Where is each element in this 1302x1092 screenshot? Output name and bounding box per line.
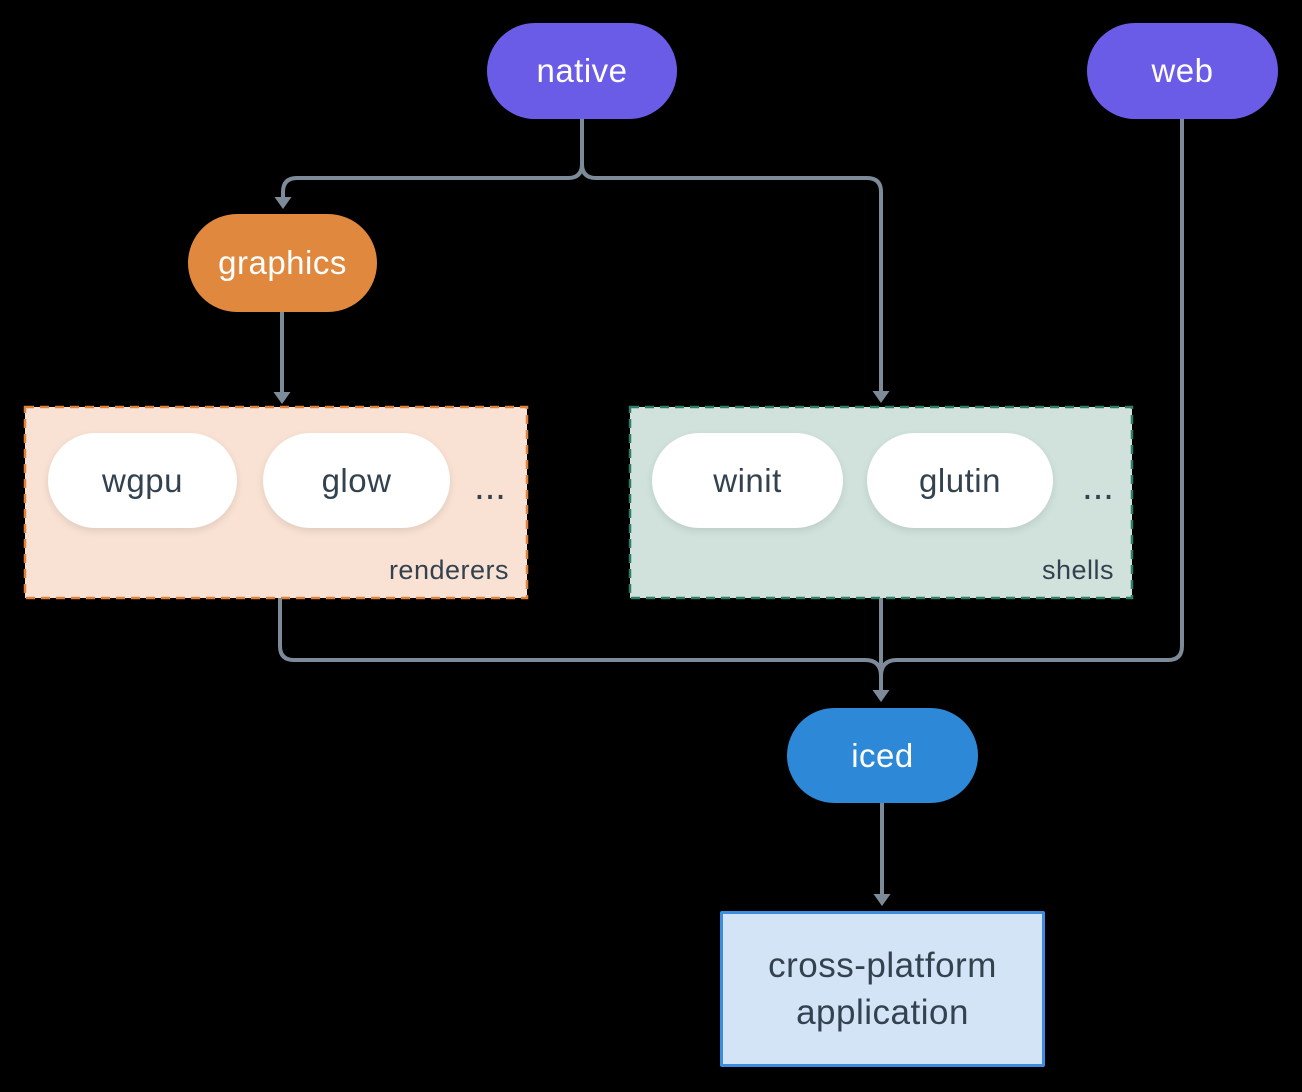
edge-native-to-graphics [281, 119, 584, 197]
arrowhead-renderers [273, 392, 291, 404]
renderers-ellipsis: ... [474, 466, 506, 508]
node-wgpu: wgpu [48, 433, 237, 528]
node-glow: glow [263, 433, 450, 528]
edge-web-to-iced [879, 119, 1184, 690]
edge-native-to-shells [580, 119, 883, 391]
arrowhead-iced [872, 690, 890, 702]
node-native: native [487, 23, 677, 119]
arrowhead-graphics [274, 197, 292, 209]
node-graphics: graphics [188, 214, 377, 312]
node-application: cross-platform application [720, 911, 1045, 1067]
node-glutin: glutin [867, 433, 1053, 528]
node-winit: winit [652, 433, 843, 528]
node-iced: iced [787, 708, 978, 803]
node-web: web [1087, 23, 1278, 119]
arrowhead-shells [872, 391, 890, 403]
shells-ellipsis: ... [1082, 466, 1114, 508]
arrowhead-application [873, 894, 891, 906]
edge-renderers-to-iced [278, 598, 883, 690]
